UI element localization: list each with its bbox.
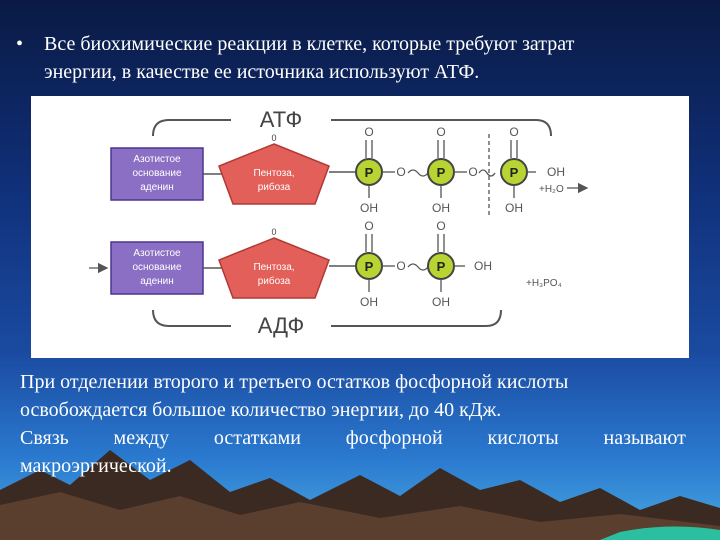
ribose-label-2: рибоза bbox=[258, 181, 291, 193]
phosphate-label: P bbox=[437, 165, 446, 180]
atp-molecule: Азотистое основание аденин 0 Пентоза, ри… bbox=[110, 125, 589, 216]
bridge-oxygen: O bbox=[396, 259, 405, 273]
para-word: Связь bbox=[20, 427, 69, 449]
adenine-label-1: Азотистое bbox=[133, 154, 181, 165]
diagram-canvas: АТФ Азотистое основание аденин 0 Пентоза… bbox=[89, 107, 589, 338]
p2-oxygen: O bbox=[436, 125, 445, 139]
adenine-box bbox=[110, 241, 204, 295]
phosphate-label: P bbox=[365, 165, 374, 180]
adenine-label-2: основание bbox=[132, 262, 182, 273]
bridge-oxygen-2: O bbox=[468, 165, 477, 179]
ribose-label-1: Пентоза, bbox=[253, 168, 294, 179]
phosphate-label: P bbox=[365, 259, 374, 274]
ribose-oxygen: 0 bbox=[271, 227, 276, 237]
ribose-label-1: Пентоза, bbox=[253, 262, 294, 273]
p2-oxygen: O bbox=[436, 219, 445, 233]
adp-brace bbox=[152, 309, 502, 327]
water-label: +H₂O bbox=[539, 184, 564, 195]
para-line-4: макроэргической. bbox=[20, 455, 172, 477]
ribose-oxygen: 0 bbox=[271, 133, 276, 143]
bridge-oxygen-1: O bbox=[396, 165, 405, 179]
adenine-label-3: аденин bbox=[140, 182, 174, 193]
p2-oh: OH bbox=[432, 201, 450, 215]
ribose-pentagon bbox=[218, 143, 330, 205]
atp-brace bbox=[152, 119, 552, 137]
mountain-background bbox=[0, 450, 720, 540]
adp-label: АДФ bbox=[258, 313, 305, 338]
para-line-3: Связь между остатками фосфорной кислоты … bbox=[20, 424, 686, 452]
adp-molecule: Азотистое основание аденин 0 Пентоза, ри… bbox=[89, 219, 562, 309]
bullet-line-2: энергии, в качестве ее источника использ… bbox=[44, 61, 480, 83]
atp-label: АТФ bbox=[260, 107, 302, 132]
energy-paragraph: При отделении второго и третьего остатко… bbox=[20, 368, 686, 480]
phosphoric-acid-label: +H₃PO₄ bbox=[526, 278, 562, 289]
atp-adp-diagram: АТФ Азотистое основание аденин 0 Пентоза… bbox=[31, 96, 689, 358]
p1-oxygen: O bbox=[364, 219, 373, 233]
para-line-1: При отделении второго и третьего остатко… bbox=[20, 371, 569, 393]
adenine-label-1: Азотистое bbox=[133, 248, 181, 259]
ribose-label-2: рибоза bbox=[258, 275, 291, 287]
ribose-pentagon bbox=[218, 237, 330, 299]
p3-oxygen: O bbox=[509, 125, 518, 139]
p2-oh-right: OH bbox=[474, 259, 492, 273]
para-word: между bbox=[113, 427, 170, 449]
phosphate-label: P bbox=[510, 165, 519, 180]
bullet-marker: • bbox=[16, 33, 24, 55]
para-word: остатками bbox=[213, 427, 301, 449]
para-word: фосфорной bbox=[345, 427, 443, 449]
p3-oh-right: OH bbox=[547, 165, 565, 179]
p1-oh: OH bbox=[360, 295, 378, 309]
para-line-2: освобождается большое количество энергии… bbox=[20, 399, 502, 421]
para-word: называют bbox=[603, 427, 686, 449]
p3-oh-bottom: OH bbox=[505, 201, 523, 215]
phosphate-label: P bbox=[437, 259, 446, 274]
adenine-label-3: аденин bbox=[140, 276, 174, 287]
para-word: кислоты bbox=[487, 427, 559, 449]
p1-oxygen: O bbox=[364, 125, 373, 139]
p1-oh: OH bbox=[360, 201, 378, 215]
bullet-line-1: Все биохимические реакции в клетке, кото… bbox=[44, 33, 575, 55]
p2-oh-bottom: OH bbox=[432, 295, 450, 309]
adenine-label-2: основание bbox=[132, 168, 182, 179]
